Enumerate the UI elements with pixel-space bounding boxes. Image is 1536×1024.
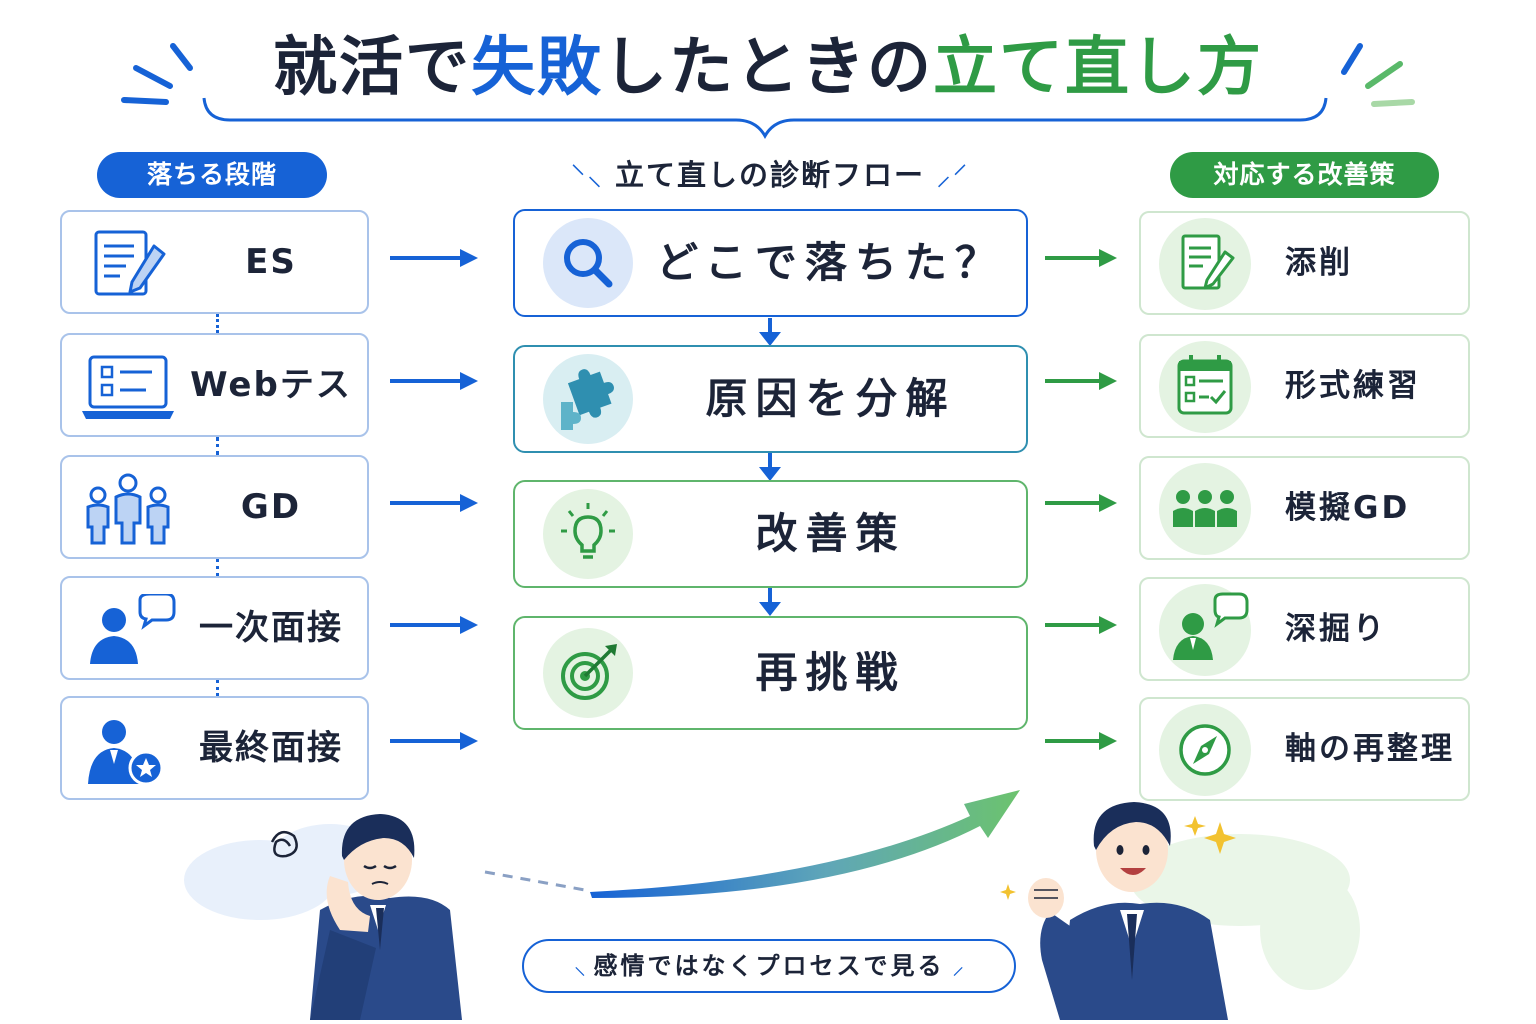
stage-label: 最終面接: [199, 728, 343, 768]
arrow-right-icon: [390, 732, 478, 750]
arrow-right-icon: [390, 249, 478, 267]
solution-label: 深掘り: [1285, 611, 1387, 647]
arrow-right-icon: [390, 494, 478, 512]
compass-icon: [1159, 704, 1251, 796]
page-title: 就活で失敗したときの立て直し方: [0, 28, 1536, 108]
stage-card-es: ES: [60, 210, 369, 314]
arrow-right-icon: [1045, 732, 1117, 750]
process-message: 感情ではなくプロセスで見る: [593, 952, 945, 980]
arrow-down-icon: [759, 453, 781, 481]
stage-card-final-interview: 最終面接: [60, 696, 369, 800]
center-column-header: ⸌⸜ 立て直しの診断フロー ⸝⸍: [520, 153, 1020, 197]
arrow-right-icon: [390, 616, 478, 634]
arrow-down-icon: [759, 588, 781, 616]
right-column-header: 対応する改善策: [1170, 152, 1439, 198]
solution-card-review: 添削: [1139, 211, 1470, 315]
flow-step-label: 改善策: [755, 509, 906, 558]
process-message-pill: ⸜ 感情ではなくプロセスで見る ⸝: [522, 939, 1016, 993]
flow-step-label: 再挑戦: [755, 648, 906, 697]
title-part-3: したときの: [603, 31, 933, 105]
flow-step-analyze: 原因を分解: [513, 345, 1028, 453]
solution-card-mock-gd: 模擬GD: [1139, 456, 1470, 560]
title-brace: [202, 97, 1328, 140]
solution-label: 軸の再整理: [1285, 731, 1455, 767]
center-header-text: 立て直しの診断フロー: [614, 158, 925, 192]
solution-label: 模擬GD: [1285, 490, 1411, 526]
left-column-header: 落ちる段階: [97, 152, 327, 198]
document-pen-icon: [94, 230, 166, 296]
message-right-deco: ⸝: [944, 952, 965, 980]
stage-label: 一次面接: [199, 608, 343, 648]
title-part-4: 立て直し方: [933, 31, 1263, 105]
worried-student-illustration: [270, 814, 462, 1020]
flow-step-improve: 改善策: [513, 480, 1028, 588]
magnifier-icon: [543, 218, 633, 308]
arrow-down-icon: [759, 318, 781, 346]
stage-label: GD: [240, 487, 302, 527]
stage-card-first-interview: 一次面接: [60, 576, 369, 680]
solution-card-deep-dive: 深掘り: [1139, 577, 1470, 681]
stage-connector: [216, 437, 220, 455]
solution-label: 添削: [1285, 245, 1353, 281]
puzzle-icon: [543, 354, 633, 444]
calendar-checklist-icon: [1159, 341, 1251, 433]
flow-step-where: どこで落ちた？: [513, 209, 1028, 317]
header-left-deco: ⸌⸜: [570, 158, 615, 192]
title-part-2: 失敗: [471, 31, 603, 105]
arrow-right-icon: [1045, 494, 1117, 512]
flow-step-label: 原因を分解: [705, 374, 956, 423]
confident-student-illustration: [1000, 802, 1236, 1020]
solution-card-reorganize-axis: 軸の再整理: [1139, 697, 1470, 801]
stage-card-webtest: Webテスト: [60, 333, 369, 505]
target-icon: [543, 628, 633, 718]
stage-label: Webテスト: [190, 365, 352, 505]
document-pen-icon: [1159, 218, 1251, 310]
solution-label: 形式練習: [1285, 368, 1421, 404]
arrow-right-icon: [390, 372, 478, 390]
stage-card-gd: GD: [60, 455, 369, 559]
flow-step-label: どこで落ちた？: [656, 238, 1005, 287]
header-right-deco: ⸝⸍: [925, 158, 970, 192]
left-burst-decoration: [121, 43, 193, 105]
right-burst-decoration: [1341, 43, 1415, 107]
solution-card-format-practice: 形式練習: [1139, 334, 1470, 438]
person-speech-icon: [1159, 584, 1251, 676]
group-people-icon: [1159, 463, 1251, 555]
laptop-checklist-icon: [82, 355, 174, 419]
flow-step-retry: 再挑戦: [513, 616, 1028, 730]
person-star-icon: [88, 720, 164, 786]
lightbulb-icon: [543, 489, 633, 579]
group-people-icon: [86, 473, 170, 545]
stage-label: ES: [245, 242, 297, 282]
message-left-deco: ⸜: [573, 952, 594, 980]
arrow-right-icon: [1045, 616, 1117, 634]
arrow-right-icon: [1045, 249, 1117, 267]
arrow-right-icon: [1045, 372, 1117, 390]
stage-connector: [216, 314, 220, 333]
person-speech-icon: [90, 594, 176, 664]
stage-connector: [216, 559, 220, 576]
recovery-illustration: [184, 790, 1360, 1020]
stage-connector: [216, 680, 220, 696]
title-part-1: 就活で: [273, 31, 471, 105]
